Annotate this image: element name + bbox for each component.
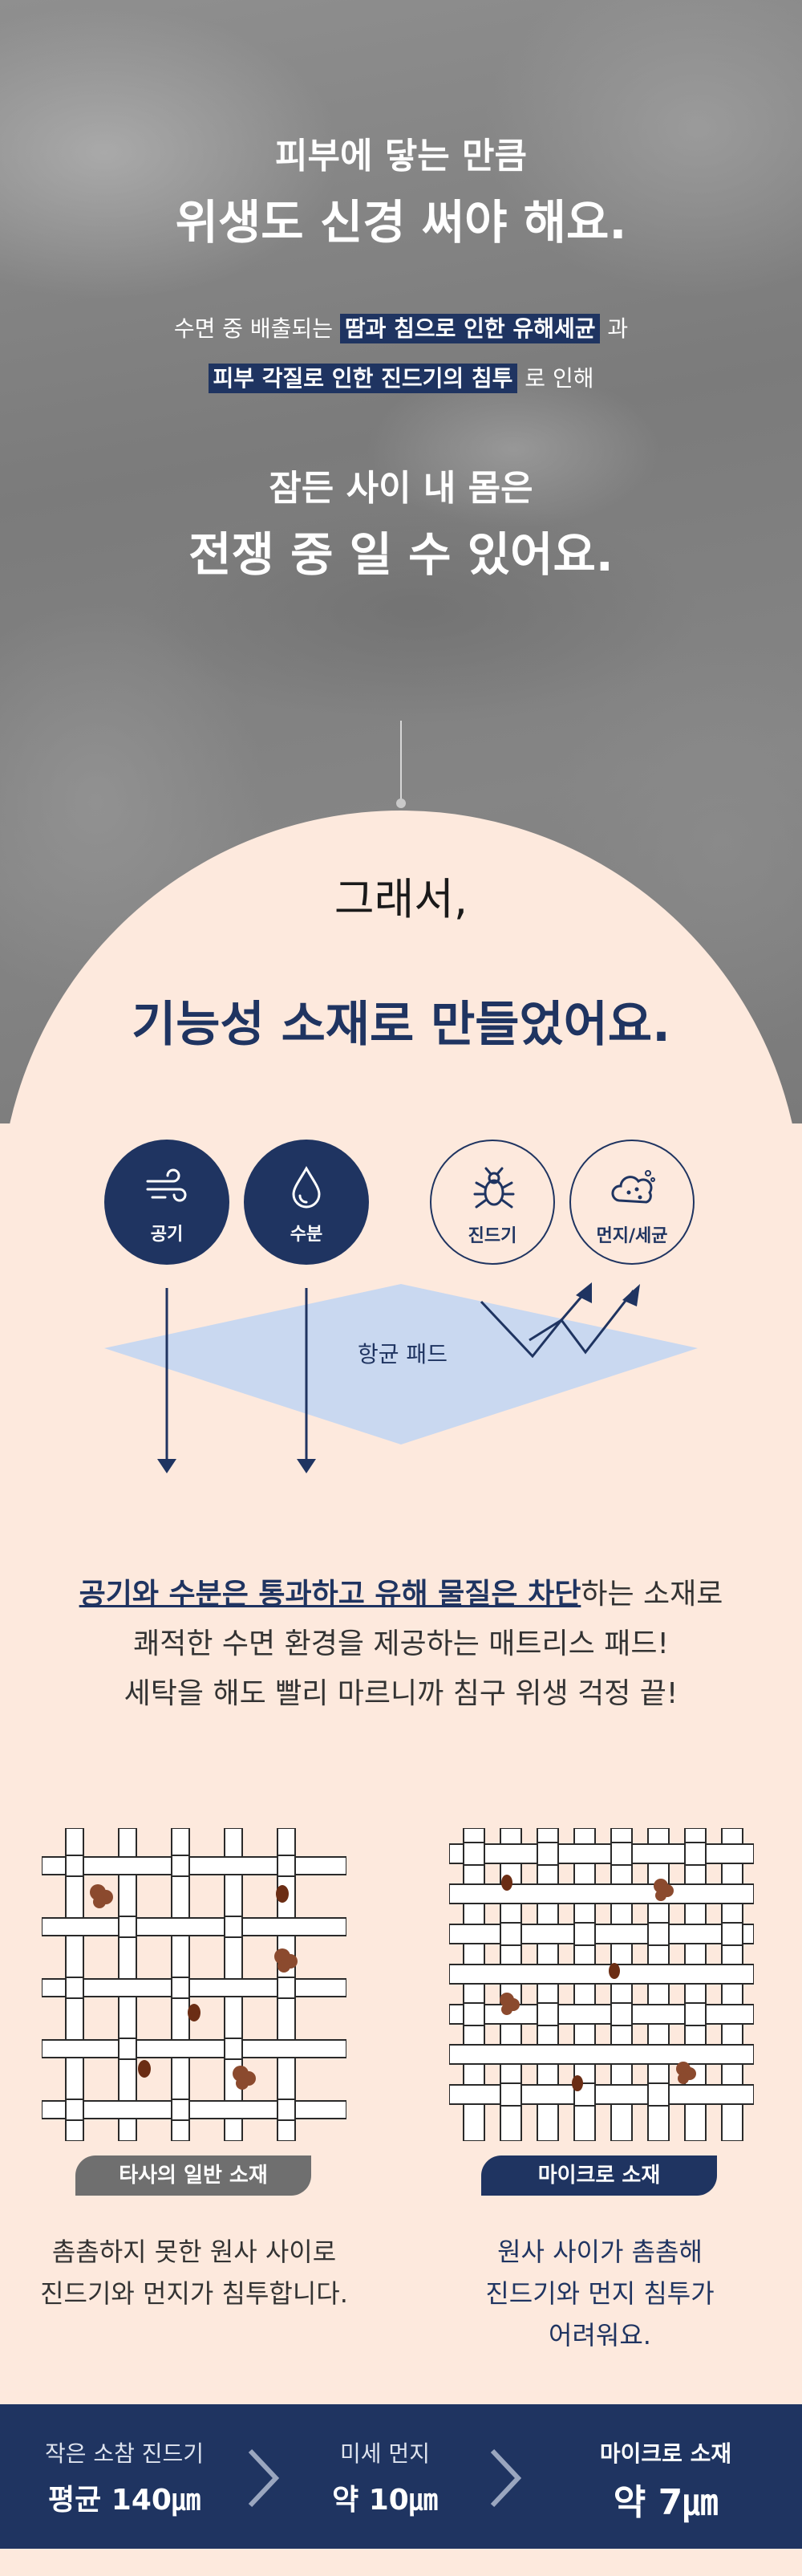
micro-fabric-weave — [449, 1828, 754, 2141]
water-drop-icon — [292, 1165, 321, 1209]
section-heading: 기능성 소재로 만들었어요. — [132, 997, 670, 1053]
hero-subtext-post: 과 — [600, 315, 629, 342]
micro-material-tag: 마이크로 소재 — [481, 2155, 717, 2196]
size-title-mite: 작은 소참 진드기 — [44, 2440, 205, 2467]
size-item-micro: 마이크로 소재 약 7㎛ — [545, 2404, 786, 2549]
micro-caption-line3: 어려워요. — [549, 2320, 651, 2350]
blocked-arrow-head2 — [576, 1282, 592, 1303]
dust-cloud-icon — [611, 1170, 655, 1204]
dust-label: 먼지/세균 — [596, 1226, 668, 1246]
size-title-dust: 미세 먼지 — [340, 2440, 430, 2467]
micro-caption-line2: 진드기와 먼지 침투가 — [485, 2278, 715, 2309]
chevron-right-icon — [490, 2448, 522, 2508]
feature-description: 공기와 수분은 통과하고 유해 물질은 차단하는 소재로 쾌적한 수면 환경을 … — [0, 1570, 802, 1719]
connector-line — [400, 721, 402, 801]
ordinary-material-tag: 타사의 일반 소재 — [75, 2155, 311, 2196]
hero-heading-line2: 위생도 신경 써야 해요. — [175, 195, 627, 250]
bug-icon — [473, 1167, 515, 1209]
filter-diagram: 항균 패드 공기 수분 진드기 먼지/세균 — [0, 1123, 802, 1509]
pad-label: 항균 패드 — [358, 1341, 448, 1367]
hero-heading-line3: 잠든 사이 내 몸은 — [269, 468, 533, 509]
size-item-mite: 작은 소참 진드기 평균 140㎛ — [16, 2404, 233, 2549]
description-line1-rest: 하는 소재로 — [581, 1578, 723, 1611]
mite-invasion-highlight: 피부 각질로 인한 진드기의 침투 — [208, 364, 518, 393]
micro-caption-line1: 원사 사이가 촘촘해 — [497, 2237, 703, 2267]
description-line3: 세탁을 해도 빨리 마르니까 침구 위생 걱정 끝! — [124, 1677, 678, 1710]
description-line1: 공기와 수분은 통과하고 유해 물질은 차단하는 소재로 — [0, 1570, 802, 1619]
sweat-bacteria-highlight: 땀과 침으로 인한 유해세균 — [339, 314, 601, 343]
size-value-micro: 약 7㎛ — [613, 2482, 719, 2523]
wind-icon — [146, 1168, 187, 1202]
size-item-dust: 미세 먼지 약 10㎛ — [289, 2404, 481, 2549]
blocked-arrow-head — [622, 1284, 640, 1306]
size-value-dust: 약 10㎛ — [332, 2484, 438, 2517]
section-intro: 그래서, — [334, 874, 468, 924]
air-circle: 공기 — [104, 1140, 229, 1265]
ordinary-caption-line1: 촘촘하지 못한 원사 사이로 — [51, 2237, 337, 2267]
connector-dot — [396, 798, 406, 808]
hero-subtext-line1: 수면 중 배출되는 땀과 침으로 인한 유해세균 과 — [0, 311, 802, 343]
size-comparison-bar: 작은 소참 진드기 평균 140㎛ 미세 먼지 약 10㎛ 마이크로 소재 약 … — [0, 2404, 802, 2549]
hero-heading-line1: 피부에 닿는 만큼 — [275, 136, 527, 177]
description-line2: 쾌적한 수면 환경을 제공하는 매트리스 패드! — [133, 1627, 669, 1660]
blocked-arrow-line2 — [529, 1291, 587, 1342]
antibacterial-pad-shape — [104, 1284, 698, 1444]
hero-subtext-post2: 로 인해 — [517, 365, 594, 392]
size-value-mite: 평균 140㎛ — [48, 2484, 200, 2517]
filter-diagram-graphic — [104, 1282, 698, 1473]
arch-background — [0, 811, 802, 2576]
micro-material-caption: 원사 사이가 촘촘해 진드기와 먼지 침투가 어려워요. — [415, 2231, 784, 2356]
moisture-label: 수분 — [290, 1225, 323, 1245]
air-arrow-head — [157, 1459, 176, 1473]
moisture-circle: 수분 — [244, 1140, 369, 1265]
ordinary-fabric-weave — [42, 1828, 346, 2141]
hero-subtext-line2: 피부 각질로 인한 진드기의 침투 로 인해 — [0, 361, 802, 393]
ordinary-material-caption: 촘촘하지 못한 원사 사이로 진드기와 먼지가 침투합니다. — [10, 2231, 379, 2314]
dust-circle: 먼지/세균 — [569, 1140, 695, 1265]
hero-heading-line4: 전쟁 중 일 수 있어요. — [188, 527, 614, 582]
description-emphasis: 공기와 수분은 통과하고 유해 물질은 차단 — [79, 1578, 581, 1611]
air-label: 공기 — [150, 1225, 184, 1245]
ordinary-caption-line2: 진드기와 먼지가 침투합니다. — [40, 2278, 348, 2309]
size-title-micro: 마이크로 소재 — [599, 2440, 732, 2467]
mite-circle: 진드기 — [430, 1140, 555, 1265]
chevron-right-icon — [248, 2448, 280, 2508]
moisture-arrow-head — [297, 1459, 316, 1473]
mite-label: 진드기 — [468, 1226, 517, 1246]
hero-subtext-pre: 수면 중 배출되는 — [173, 315, 340, 342]
